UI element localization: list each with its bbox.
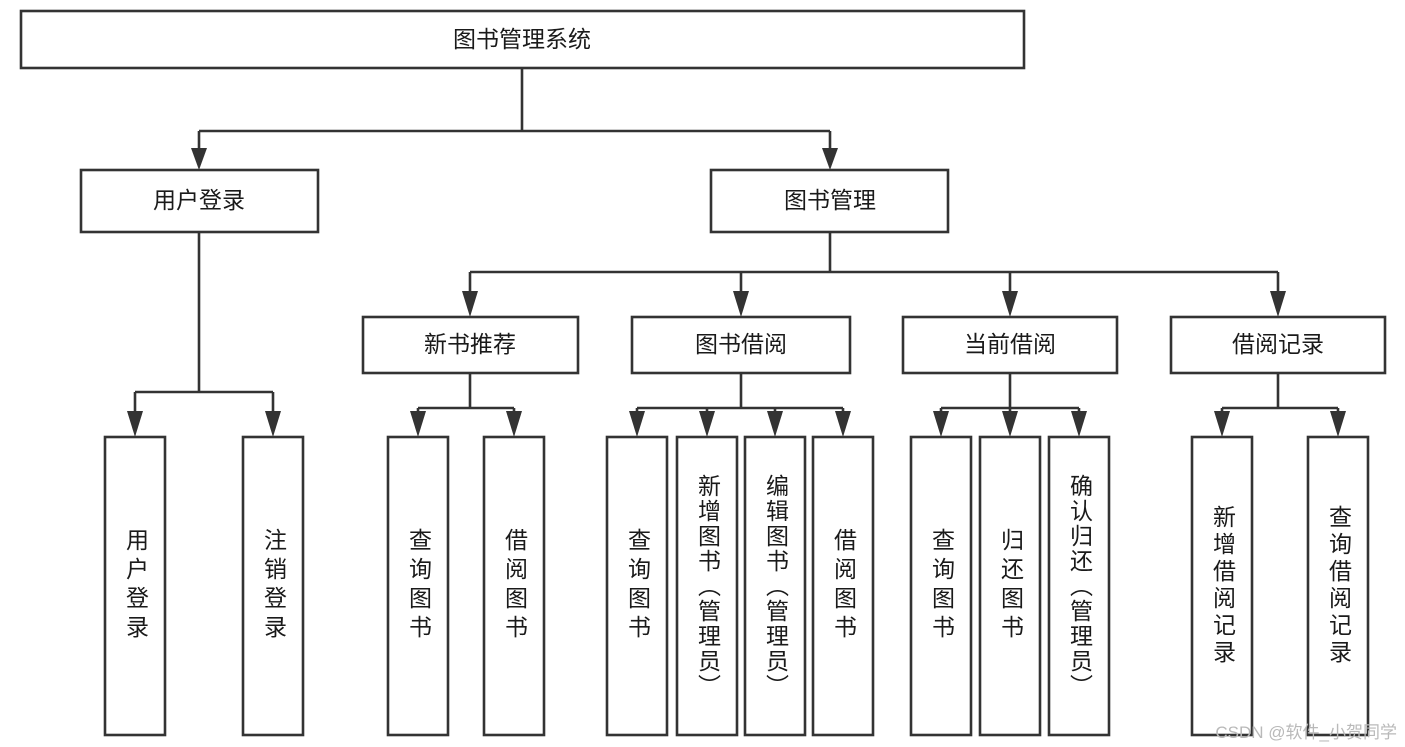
node-book-borrow-label: 图书借阅 bbox=[695, 331, 787, 357]
connector-group-user-login bbox=[127, 232, 281, 437]
arrow-head-leaf-br-2 bbox=[1330, 411, 1346, 437]
arrow-head-level3-4 bbox=[1270, 291, 1286, 317]
node-book-management[interactable] bbox=[709, 168, 950, 234]
arrow-head-leaf-bb-1 bbox=[629, 411, 645, 437]
arrow-head-level3-1 bbox=[462, 291, 478, 317]
arrow-head-leaf-bb-3 bbox=[767, 411, 783, 437]
connector-group-borrow-record bbox=[1214, 373, 1346, 437]
arrow-head-leaf-cb-2 bbox=[1002, 411, 1018, 437]
node-borrow-record[interactable] bbox=[1169, 315, 1387, 375]
node-current-borrow[interactable] bbox=[901, 315, 1119, 375]
node-new-book-recommend-label: 新书推荐 bbox=[424, 331, 516, 357]
node-book-borrow[interactable] bbox=[630, 315, 852, 375]
leaf-book-borrow-4[interactable] bbox=[811, 435, 875, 737]
leaf-borrow-record-2[interactable] bbox=[1306, 435, 1370, 737]
node-new-book-recommend[interactable] bbox=[361, 315, 580, 375]
arrow-head-leaf-nbr-2 bbox=[506, 411, 522, 437]
arrow-head-leaf-cb-3 bbox=[1071, 411, 1087, 437]
leaf-borrow-record-1[interactable] bbox=[1190, 435, 1254, 737]
leaf-book-borrow-2[interactable] bbox=[675, 435, 739, 737]
connector-group-new-book-recommend bbox=[410, 373, 522, 437]
leaf-current-borrow-3[interactable] bbox=[1047, 435, 1111, 737]
arrow-head-book-mgmt bbox=[822, 148, 838, 170]
arrow-head-user-login bbox=[191, 148, 207, 170]
arrow-head-leaf-nbr-1 bbox=[410, 411, 426, 437]
arrow-head-leaf-user-login-1 bbox=[127, 411, 143, 437]
node-root-label: 图书管理系统 bbox=[453, 26, 591, 52]
arrow-head-level3-2 bbox=[733, 291, 749, 317]
arrow-head-leaf-bb-2 bbox=[699, 411, 715, 437]
node-borrow-record-label: 借阅记录 bbox=[1232, 331, 1324, 357]
leaf-current-borrow-2[interactable] bbox=[978, 435, 1042, 737]
leaf-book-borrow-3[interactable] bbox=[743, 435, 807, 737]
connector-group-root bbox=[191, 68, 838, 170]
leaf-user-login-2[interactable] bbox=[241, 435, 305, 737]
node-book-management-label: 图书管理 bbox=[784, 187, 876, 213]
arrow-head-level3-3 bbox=[1002, 291, 1018, 317]
leaf-new-book-recommend-1[interactable] bbox=[386, 435, 450, 737]
connector-group-current-borrow bbox=[933, 373, 1087, 437]
node-user-login-label: 用户登录 bbox=[153, 187, 245, 213]
node-user-login[interactable] bbox=[79, 168, 320, 234]
leaf-current-borrow-1[interactable] bbox=[909, 435, 973, 737]
leaf-new-book-recommend-2[interactable] bbox=[482, 435, 546, 737]
connector-group-book-borrow bbox=[629, 373, 851, 437]
node-root[interactable] bbox=[19, 9, 1026, 70]
leaf-user-login-1[interactable] bbox=[103, 435, 167, 737]
arrow-head-leaf-bb-4 bbox=[835, 411, 851, 437]
connector-group-book-mgmt bbox=[462, 232, 1286, 317]
arrow-head-leaf-cb-1 bbox=[933, 411, 949, 437]
leaf-book-borrow-1[interactable] bbox=[605, 435, 669, 737]
node-current-borrow-label: 当前借阅 bbox=[964, 331, 1056, 357]
arrow-head-leaf-user-login-2 bbox=[265, 411, 281, 437]
arrow-head-leaf-br-1 bbox=[1214, 411, 1230, 437]
